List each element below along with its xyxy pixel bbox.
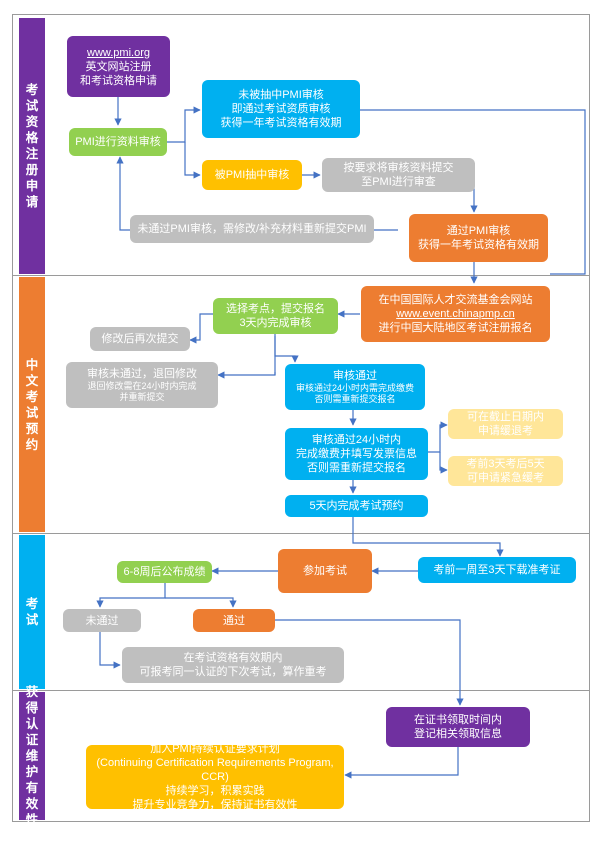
node-resubmit: 修改后再次提交 bbox=[90, 327, 190, 351]
node-emergency: 考前3天考后5天 可申请紧急缓考 bbox=[448, 456, 563, 486]
node-register-cn: 在中国国际人才交流基金会网站 www.event.chinapmp.cn 进行中… bbox=[361, 286, 550, 342]
pmi-org-link: www.pmi.org bbox=[87, 46, 150, 59]
band-exam: 考试 bbox=[19, 535, 45, 689]
node-take-exam: 参加考试 bbox=[278, 549, 372, 593]
node-not-audited: 未被抽中PMI审核 即通过考试资质审核 获得一年考试资格有效期 bbox=[202, 80, 360, 138]
diagram-frame bbox=[12, 14, 590, 822]
node-ccr: 加入PMI持续认证要求计划 (Continuing Certification … bbox=[86, 743, 344, 811]
section-divider bbox=[12, 275, 590, 276]
node-failed: 未通过 bbox=[63, 609, 141, 632]
chinapmp-link: www.event.chinapmp.cn bbox=[396, 308, 515, 320]
section-divider bbox=[12, 533, 590, 534]
node-pay-invoice: 审核通过24小时内 完成缴费并填写发票信息 否则需重新提交报名 bbox=[285, 428, 428, 480]
band-booking: 中文考试预约 bbox=[19, 277, 45, 532]
node-review-passed: 审核通过 审核通过24小时内需完成缴费 否则需重新提交报名 bbox=[285, 364, 425, 410]
node-download-ticket: 考前一周至3天下载准考证 bbox=[418, 557, 576, 583]
node-results: 6-8周后公布成绩 bbox=[117, 561, 212, 583]
section-divider bbox=[12, 690, 590, 691]
band-registration: 考试资格注册申请 bbox=[19, 18, 45, 274]
node-passed: 通过 bbox=[193, 609, 275, 632]
band-certification: 获得认证维护有效性 bbox=[19, 685, 45, 827]
node-cert-collect: 在证书领取时间内 登记相关领取信息 bbox=[386, 707, 530, 747]
node-review-failed: 审核未通过，退回修改 退回修改需在24小时内完成 并重新提交 bbox=[66, 362, 218, 408]
node-audit-failed: 未通过PMI审核，需修改/补充材料重新提交PMI bbox=[130, 215, 374, 243]
node-audit-passed: 通过PMI审核 获得一年考试资格有效期 bbox=[409, 214, 548, 262]
node-choose-site: 选择考点，提交报名 3天内完成审核 bbox=[213, 298, 338, 334]
node-booking-done: 5天内完成考试预约 bbox=[285, 495, 428, 517]
node-audited: 被PMI抽中审核 bbox=[202, 160, 302, 190]
node-pmi-org: www.pmi.org 英文网站注册 和考试资格申请 bbox=[67, 36, 170, 97]
node-refund: 可在截止日期内 申请缓退考 bbox=[448, 409, 563, 439]
node-retake: 在考试资格有效期内 可报考同一认证的下次考试，算作重考 bbox=[122, 647, 344, 683]
node-submit-audit: 按要求将审核资料提交 至PMI进行审查 bbox=[322, 158, 475, 192]
node-pmi-review: PMI进行资料审核 bbox=[69, 128, 167, 156]
